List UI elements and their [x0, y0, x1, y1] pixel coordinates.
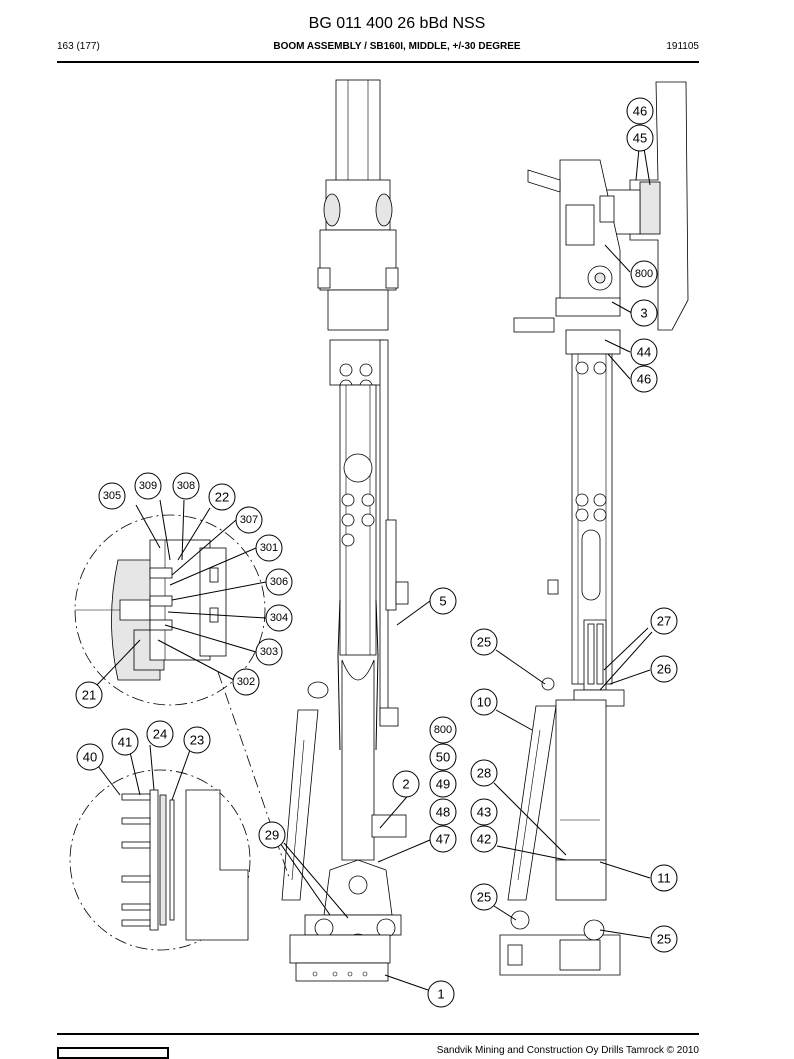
boom-front-view [281, 79, 409, 982]
svg-text:21: 21 [82, 688, 96, 703]
svg-text:304: 304 [270, 612, 288, 624]
callout-40: 40 [76, 743, 104, 771]
callout-28: 28 [470, 759, 498, 787]
callout-29: 29 [258, 821, 286, 849]
callout-25: 25 [650, 925, 678, 953]
boom-side-view [499, 81, 689, 976]
callout-47: 47 [429, 825, 457, 853]
svg-text:10: 10 [477, 695, 491, 710]
svg-text:24: 24 [153, 727, 167, 742]
callout-305: 305 [98, 482, 126, 510]
callout-49: 49 [429, 770, 457, 798]
svg-text:303: 303 [260, 646, 278, 658]
callout-46: 46 [630, 365, 658, 393]
callout-22: 22 [208, 483, 236, 511]
svg-text:22: 22 [215, 490, 229, 505]
svg-text:2: 2 [402, 777, 409, 792]
callout-43: 43 [470, 798, 498, 826]
svg-text:11: 11 [657, 871, 671, 886]
svg-text:25: 25 [477, 890, 491, 905]
footer-copyright: Sandvik Mining and Construction Oy Drill… [436, 1045, 699, 1056]
svg-text:42: 42 [477, 832, 491, 847]
callout-42: 42 [470, 825, 498, 853]
callout-25: 25 [470, 628, 498, 656]
callout-5: 5 [429, 587, 457, 615]
callout-21: 21 [75, 681, 103, 709]
callout-3: 3 [630, 299, 658, 327]
document-code: 191105 [666, 41, 699, 52]
callout-307: 307 [235, 506, 263, 534]
svg-text:28: 28 [477, 766, 491, 781]
sandvik-logo [57, 1047, 169, 1059]
callout-304: 304 [265, 604, 293, 632]
callout-44: 44 [630, 338, 658, 366]
svg-text:25: 25 [477, 635, 491, 650]
callout-301: 301 [255, 534, 283, 562]
svg-text:46: 46 [633, 104, 647, 119]
svg-text:43: 43 [477, 805, 491, 820]
svg-text:26: 26 [657, 662, 671, 677]
svg-text:309: 309 [139, 480, 157, 492]
callout-46: 46 [626, 97, 654, 125]
callout-306: 306 [265, 568, 293, 596]
callout-308: 308 [172, 472, 200, 500]
svg-text:23: 23 [190, 733, 204, 748]
callout-10: 10 [470, 688, 498, 716]
svg-text:308: 308 [177, 480, 195, 492]
callout-1: 1 [427, 980, 455, 1008]
callout-11: 11 [650, 864, 678, 892]
svg-text:50: 50 [436, 750, 450, 765]
callout-23: 23 [183, 726, 211, 754]
svg-text:45: 45 [633, 131, 647, 146]
svg-text:305: 305 [103, 490, 121, 502]
page-number: 163 (177) [57, 41, 100, 52]
section-title: BOOM ASSEMBLY / SB160I, MIDDLE, +/-30 DE… [273, 41, 521, 52]
svg-text:27: 27 [657, 614, 671, 629]
document-title: BG 011 400 26 bBd NSS [308, 15, 486, 32]
svg-text:301: 301 [260, 542, 278, 554]
callout-50: 50 [429, 743, 457, 771]
svg-text:5: 5 [439, 594, 446, 609]
footer-rule [57, 1033, 699, 1035]
callout-26: 26 [650, 655, 678, 683]
callout-303: 303 [255, 638, 283, 666]
svg-text:47: 47 [436, 832, 450, 847]
callout-302: 302 [232, 668, 260, 696]
svg-text:46: 46 [637, 372, 651, 387]
svg-text:41: 41 [118, 735, 132, 750]
callout-25: 25 [470, 883, 498, 911]
svg-text:49: 49 [436, 777, 450, 792]
svg-text:307: 307 [240, 514, 258, 526]
svg-text:25: 25 [657, 932, 671, 947]
header-rule [57, 61, 699, 63]
callout-27: 27 [650, 607, 678, 635]
callout-24: 24 [146, 720, 174, 748]
svg-text:3: 3 [640, 306, 647, 321]
svg-text:40: 40 [83, 750, 97, 765]
callout-309: 309 [134, 472, 162, 500]
svg-text:48: 48 [436, 805, 450, 820]
svg-text:306: 306 [270, 576, 288, 588]
svg-text:1: 1 [437, 987, 444, 1002]
svg-text:302: 302 [237, 676, 255, 688]
callout-2: 2 [392, 770, 420, 798]
callout-45: 45 [626, 124, 654, 152]
detail-view-boom-head [74, 514, 291, 881]
callout-41: 41 [111, 728, 139, 756]
detail-view-boom-base [69, 769, 251, 951]
svg-text:29: 29 [265, 828, 279, 843]
svg-text:800: 800 [434, 724, 452, 736]
callout-800: 800 [630, 260, 658, 288]
callout-48: 48 [429, 798, 457, 826]
callout-800: 800 [429, 716, 457, 744]
svg-text:800: 800 [635, 268, 653, 280]
svg-text:44: 44 [637, 345, 651, 360]
